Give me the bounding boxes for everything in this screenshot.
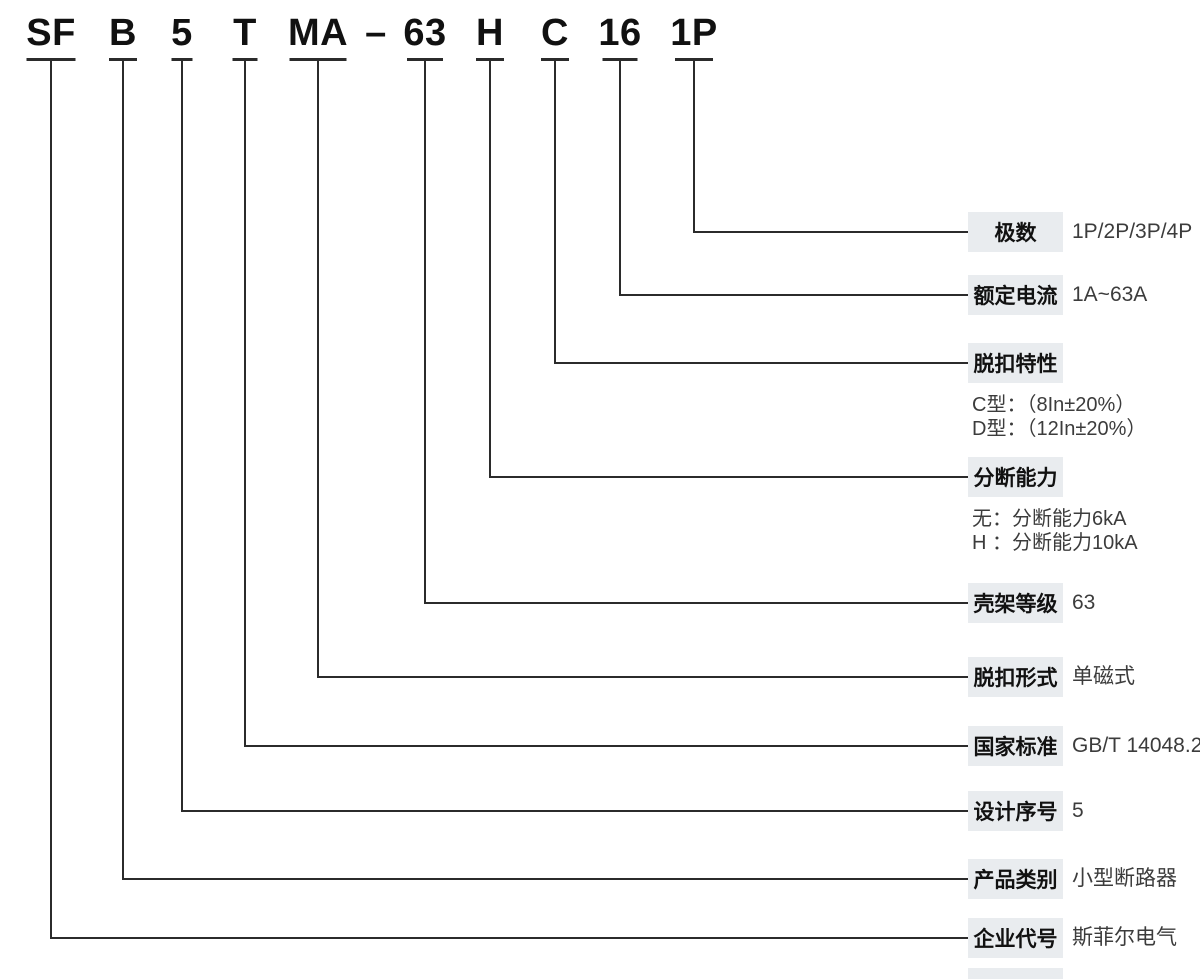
field-value: 斯菲尔电气 <box>1072 926 1177 949</box>
model-code-segment: 5 <box>171 12 193 54</box>
model-code-separator: – <box>365 12 387 54</box>
field-label: 极数 <box>994 222 1037 245</box>
connector-line <box>489 61 970 478</box>
field-label: 分断能力 <box>973 467 1058 490</box>
field-label: 脱扣特性 <box>973 353 1058 376</box>
field-label: 企业代号 <box>973 928 1058 951</box>
model-code-segment: C <box>541 12 569 54</box>
field-label-box: 分断能力 <box>968 457 1063 497</box>
field-label: 壳架等级 <box>973 593 1058 616</box>
model-code-segment: 16 <box>598 12 642 54</box>
model-code-segment: MA <box>287 12 349 54</box>
cutoff-label-box <box>968 968 1063 979</box>
connector-line <box>181 61 970 812</box>
model-code-segment: H <box>476 12 504 54</box>
model-code-segment: SF <box>26 12 76 54</box>
field-label-box: 产品类别 <box>968 859 1063 899</box>
field-label-box: 脱扣特性 <box>968 343 1063 383</box>
connector-line <box>693 61 970 233</box>
field-label: 设计序号 <box>973 801 1058 824</box>
model-code-segment: 1P <box>670 12 718 54</box>
field-value: 1P/2P/3P/4P <box>1072 220 1193 243</box>
field-label-box: 国家标准 <box>968 726 1063 766</box>
model-code-segment: T <box>233 12 257 54</box>
field-value: 小型断路器 <box>1072 867 1177 890</box>
connector-line <box>244 61 970 747</box>
model-code-segment: 63 <box>403 12 447 54</box>
field-value: 63 <box>1072 591 1096 614</box>
segment-underline <box>109 58 137 61</box>
field-label-box: 极数 <box>968 212 1063 252</box>
segment-underline <box>476 58 504 61</box>
segment-underline <box>541 58 569 61</box>
field-label-box: 企业代号 <box>968 918 1063 958</box>
connector-line <box>317 61 970 678</box>
segment-underline <box>602 58 638 61</box>
field-note: D型：（12In±20%） <box>972 418 1147 440</box>
field-value: GB/T 14048.2 <box>1072 734 1200 757</box>
segment-underline <box>26 58 76 61</box>
field-value: 单磁式 <box>1072 665 1135 688</box>
segment-underline <box>171 58 193 61</box>
connector-line <box>122 61 970 880</box>
field-label-box: 壳架等级 <box>968 583 1063 623</box>
field-note: H ：分断能力10kA <box>972 532 1138 554</box>
connector-line <box>619 61 970 296</box>
field-note: C型：（8In±20%） <box>972 394 1136 416</box>
field-label: 产品类别 <box>973 869 1058 892</box>
segment-underline <box>289 58 347 61</box>
field-label-box: 设计序号 <box>968 791 1063 831</box>
field-label: 国家标准 <box>973 736 1058 759</box>
connector-line <box>424 61 970 604</box>
field-value: 1A~63A <box>1072 283 1148 306</box>
connector-line <box>50 61 970 939</box>
connector-line <box>554 61 970 364</box>
field-value: 5 <box>1072 799 1084 822</box>
segment-underline <box>407 58 443 61</box>
field-label: 脱扣形式 <box>973 667 1058 690</box>
model-code-segment: B <box>109 12 137 54</box>
field-label-box: 额定电流 <box>968 275 1063 315</box>
field-label-box: 脱扣形式 <box>968 657 1063 697</box>
field-label: 额定电流 <box>973 285 1058 308</box>
segment-underline <box>232 58 258 61</box>
field-note: 无：分断能力6kA <box>972 508 1127 530</box>
segment-underline <box>675 58 713 61</box>
